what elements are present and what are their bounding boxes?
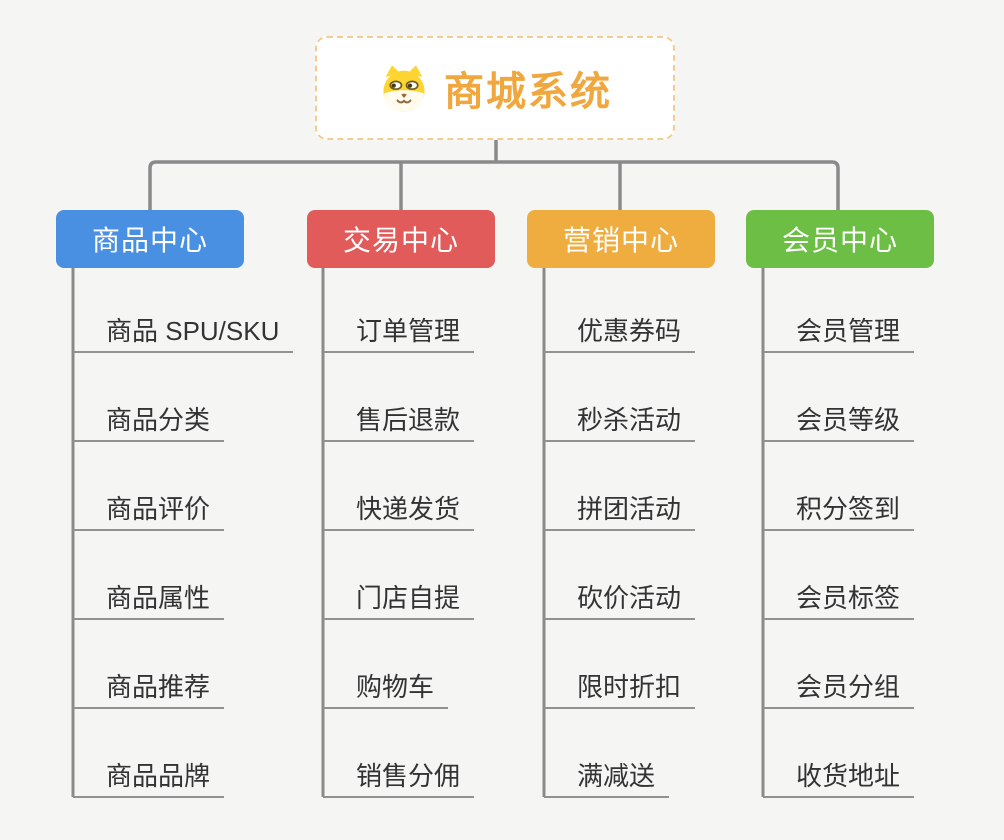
leaf-node[interactable]: 秒杀活动 [544,402,696,442]
leaf-node[interactable]: 会员等级 [763,402,915,442]
leaf-node[interactable]: 会员标签 [763,580,915,620]
leaf-node[interactable]: 限时折扣 [544,669,696,709]
leaf-node[interactable]: 门店自提 [323,580,475,620]
leaf-node[interactable]: 订单管理 [323,313,475,353]
leaf-node[interactable]: 满减送 [544,758,670,798]
branch-label: 会员中心 [781,225,898,256]
branch-label: 交易中心 [342,225,459,256]
leaf-node[interactable]: 优惠券码 [544,313,696,353]
leaf-node[interactable]: 商品 SPU/SKU [73,313,294,353]
leaf-node[interactable]: 售后退款 [323,402,475,442]
leaf-node[interactable]: 商品分类 [73,402,225,442]
branch-node-members[interactable]: 会员中心 [746,210,934,268]
branch-node-trade[interactable]: 交易中心 [307,210,495,268]
root-title: 商城系统 [444,70,612,114]
leaf-node[interactable]: 拼团活动 [544,491,696,531]
leaf-node[interactable]: 商品推荐 [73,669,225,709]
leaf-node[interactable]: 收货地址 [763,758,915,798]
branch-node-products[interactable]: 商品中心 [56,210,244,268]
leaf-node[interactable]: 积分签到 [763,491,915,531]
leaf-node[interactable]: 会员管理 [763,313,915,353]
leaf-node[interactable]: 销售分佣 [323,758,475,798]
branch-label: 商品中心 [91,225,208,256]
leaf-node[interactable]: 商品评价 [73,491,225,531]
branch-label: 营销中心 [562,225,679,256]
leaf-node[interactable]: 会员分组 [763,669,915,709]
leaf-node[interactable]: 商品属性 [73,580,225,620]
root-node[interactable]: 商城系统 [315,36,675,140]
branch-node-marketing[interactable]: 营销中心 [527,210,715,268]
leaf-node[interactable]: 商品品牌 [73,758,225,798]
leaf-node[interactable]: 砍价活动 [544,580,696,620]
dog-face-icon [383,65,425,112]
leaf-node[interactable]: 快递发货 [323,491,475,531]
leaf-node[interactable]: 购物车 [323,669,449,709]
branch-bus-line [148,160,840,211]
